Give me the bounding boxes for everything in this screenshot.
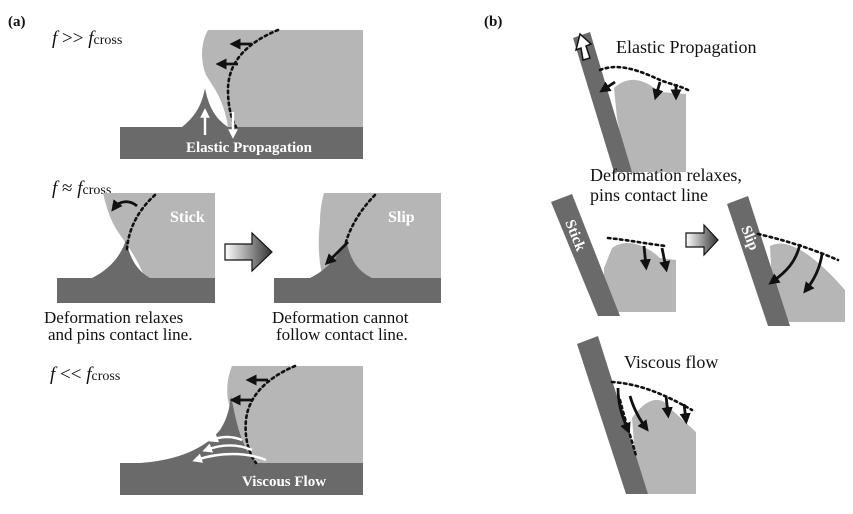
substrate	[120, 463, 363, 495]
caption-left-2: and pins contact line.	[48, 325, 192, 344]
b-stick-diagram: Stick	[551, 194, 676, 316]
caption-right-2: follow contact line.	[276, 325, 408, 344]
contact-line	[756, 232, 840, 262]
big-arrow	[224, 231, 273, 273]
row3-diagram: Viscous Flow	[120, 364, 363, 495]
svg-text:f ≈ fcross: f ≈ fcross	[52, 178, 111, 199]
arrow-curved	[111, 199, 138, 212]
caption-right-1: Deformation cannot	[272, 308, 409, 327]
droplet	[614, 79, 686, 172]
substrate	[274, 278, 441, 303]
tilted-substrate	[727, 196, 790, 326]
panel-a-label: (a)	[8, 14, 26, 30]
arrow-slip	[768, 243, 802, 285]
up-arrow-icon	[574, 32, 593, 61]
contact-line	[344, 193, 377, 244]
flow-arc	[202, 443, 253, 453]
panel-b-label: (b)	[484, 14, 502, 30]
arrow-down	[661, 395, 673, 419]
contact-line	[598, 65, 690, 92]
arrow-contact	[599, 80, 616, 93]
substrate	[57, 278, 215, 303]
droplet	[603, 243, 676, 312]
row1-diagram: Elastic Propagation	[120, 28, 363, 159]
stick-label: Stick	[170, 209, 205, 226]
wetting-ridge	[182, 88, 228, 127]
droplet	[103, 193, 215, 278]
arrow-down	[652, 81, 664, 101]
b-slip-diagram: Slip	[727, 196, 845, 326]
banner-viscous: Viscous Flow	[242, 474, 326, 490]
flow-arc	[208, 433, 243, 443]
slip-label: Slip	[388, 209, 415, 226]
flow-arrow	[616, 387, 631, 435]
b-big-arrow	[685, 223, 719, 257]
flow-arrow	[628, 395, 649, 432]
arrow-down	[639, 245, 651, 271]
b-viscous-diagram	[577, 336, 696, 494]
row1-label: f >> fcross	[52, 28, 122, 49]
row3-label: f << fcross	[50, 364, 120, 385]
flow-arc	[192, 452, 267, 463]
contact-line	[610, 380, 694, 412]
row2-label: f ≈ fcross	[52, 178, 111, 199]
b-elastic-label: Elastic Propagation	[616, 37, 756, 57]
arrow-down	[679, 403, 691, 425]
tilted-substrate	[551, 194, 620, 316]
substrate	[120, 127, 363, 159]
b-elastic-diagram	[573, 32, 690, 172]
tilted-substrate	[573, 32, 632, 172]
wetting-ridge	[92, 240, 150, 278]
arrow-down	[659, 247, 671, 273]
svg-text:f << fcross: f << fcross	[50, 364, 120, 385]
row2-stick-diagram: Stick	[57, 193, 215, 303]
contact-line	[606, 236, 668, 248]
caption-left-1: Deformation relaxes	[44, 308, 183, 327]
svg-text:f >> fcross: f >> fcross	[52, 28, 122, 49]
arrow-slip	[324, 241, 349, 266]
droplet	[202, 30, 363, 127]
droplet	[227, 366, 363, 463]
contact-line	[125, 193, 157, 252]
contact-line	[244, 364, 297, 465]
banner-elastic: Elastic Propagation	[186, 140, 313, 156]
arrow-slip	[803, 253, 824, 294]
b-middle-line2: pins contact line	[590, 185, 708, 205]
b-middle-line1: Deformation relaxes,	[590, 165, 742, 185]
tilted-substrate	[577, 336, 648, 494]
b-viscous-label: Viscous flow	[624, 352, 718, 372]
wetting-ridge	[310, 240, 372, 278]
row2-slip-diagram: Slip	[274, 193, 441, 303]
